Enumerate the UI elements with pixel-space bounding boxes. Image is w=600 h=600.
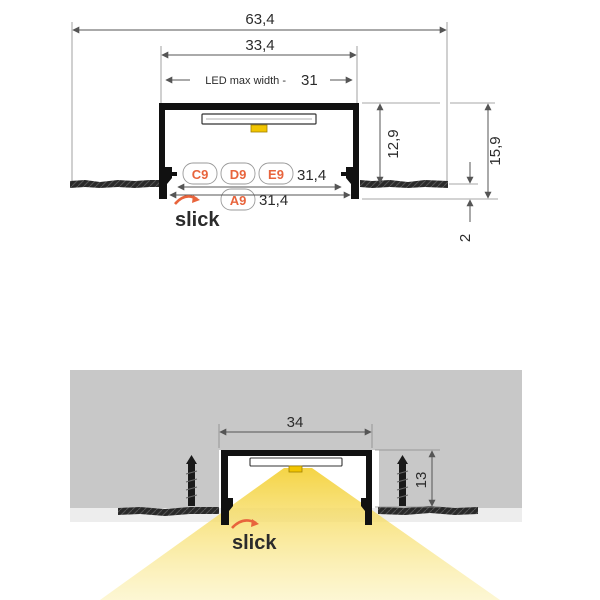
plaster-surface-left <box>70 180 161 188</box>
bottom-logo-swoosh-tip-icon <box>251 519 259 527</box>
mounting-screw-left-icon <box>185 455 198 506</box>
mounting-screw-right-icon <box>396 455 409 506</box>
cover-ledge-right <box>341 172 353 176</box>
overall-width-label: 63,4 <box>245 11 274 28</box>
total-height-label: 15,9 <box>487 136 504 165</box>
top-section-drawing: 63,4 33,4 LED max width - 31 12,9 15,9 <box>70 11 504 242</box>
led-max-width-label: LED max width - <box>205 75 286 87</box>
plaster-edge-right <box>378 506 478 515</box>
cover-code-d9: D9 <box>230 167 247 182</box>
bottom-installation-drawing: 34 13 slick <box>70 370 522 600</box>
cover-code-e9: E9 <box>268 167 284 182</box>
plaster-edge-left <box>118 507 219 516</box>
bottom-height-label: 13 <box>413 472 430 489</box>
bottom-brand-logo: slick <box>232 532 277 554</box>
installed-led-strip <box>249 457 343 467</box>
logo-swoosh-tip-icon <box>192 195 200 203</box>
light-beam <box>100 468 500 600</box>
brand-logo: slick <box>175 209 220 231</box>
inner-width-label: 33,4 <box>245 37 274 54</box>
installed-led-chip <box>288 465 303 473</box>
led-chip <box>250 124 268 133</box>
led-label-background <box>190 69 330 89</box>
led-max-width-value: 31 <box>301 72 318 89</box>
cover-row1-value: 31,4 <box>297 167 326 184</box>
cover-ledge-left <box>165 172 177 176</box>
cover-code-c9: C9 <box>192 167 209 182</box>
flange-label: 2 <box>457 234 474 242</box>
inner-height-label: 12,9 <box>385 129 402 158</box>
bottom-width-label: 34 <box>287 414 304 431</box>
plaster-surface-right <box>360 180 448 188</box>
